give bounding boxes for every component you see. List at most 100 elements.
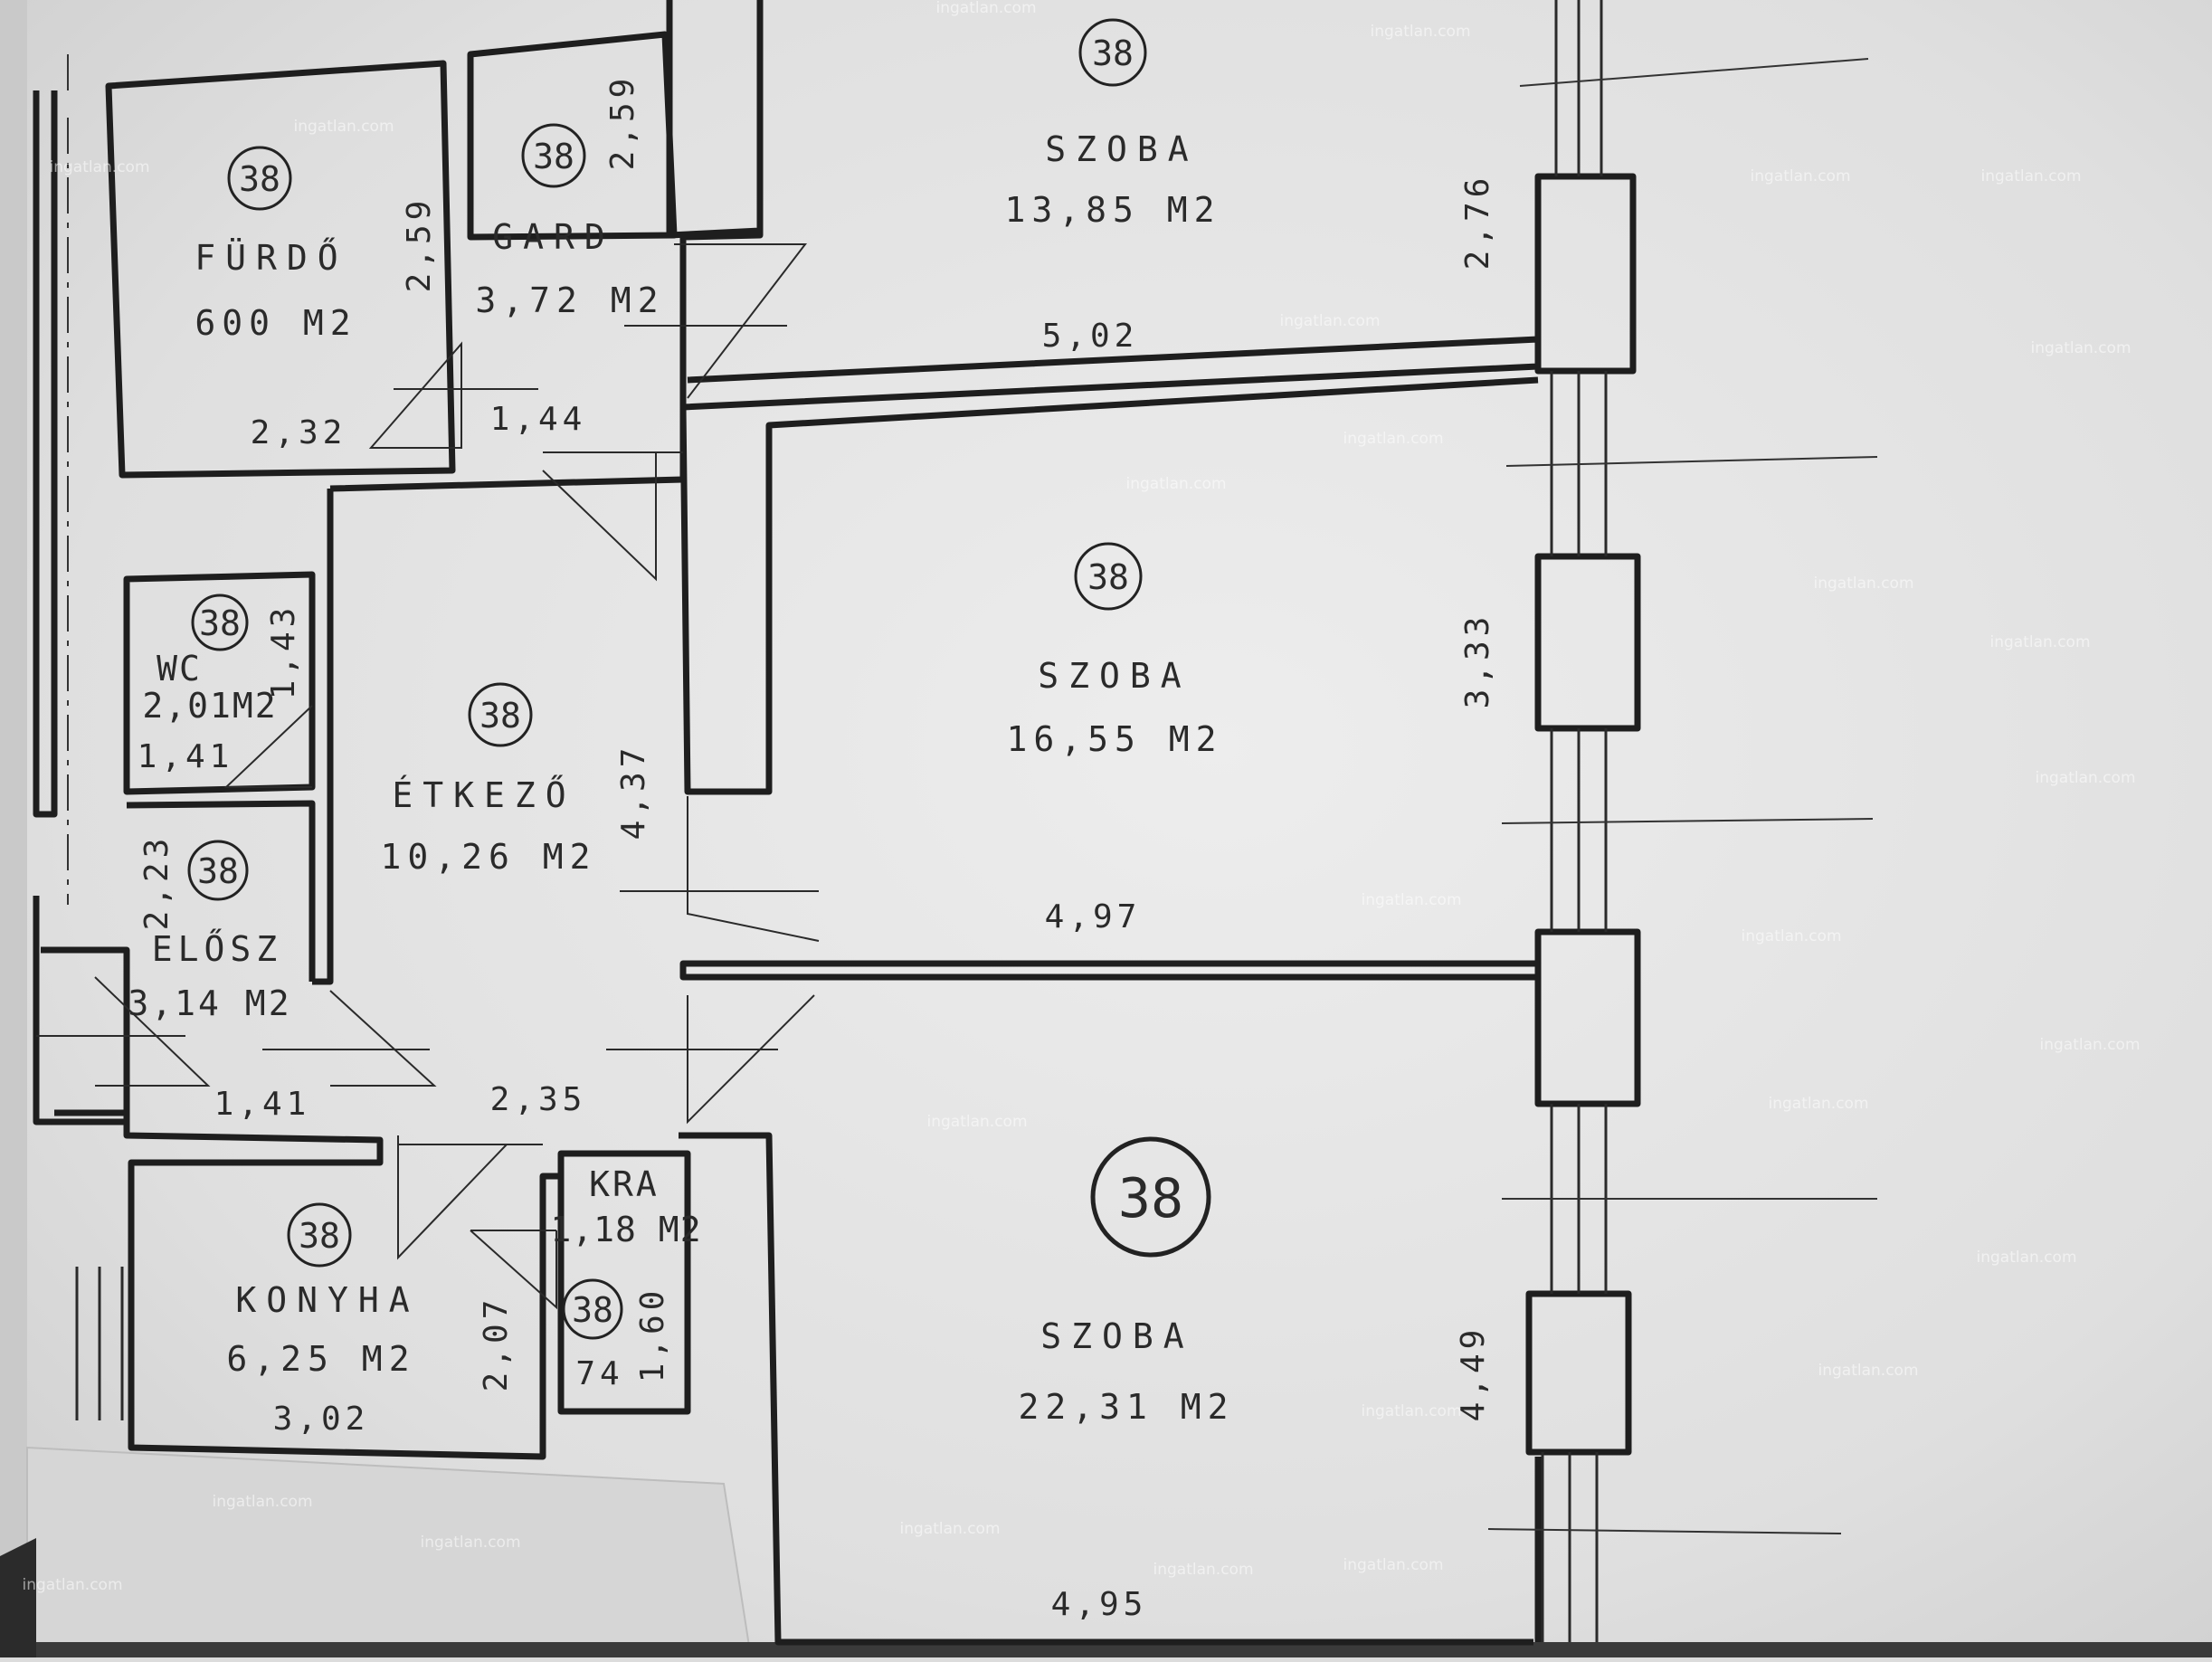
watermark: ingatlan.com	[1371, 23, 1471, 41]
axis-lines	[67, 54, 1878, 1534]
wall-szoba2-bottom	[679, 960, 1542, 981]
room-area-gard: 3,72 M2	[475, 280, 664, 320]
room-area-furdo: 600 M2	[195, 303, 356, 343]
watermark: ingatlan.com	[1362, 1402, 1462, 1420]
watermark: ingatlan.com	[23, 1576, 123, 1594]
dimension-label: 3,33	[1459, 613, 1496, 709]
dimension-label: 1,44	[490, 401, 587, 438]
dimension-labels: 2,59 2,59 2,32 1,44 2,76 5,02 1,43 1,41 …	[138, 74, 1496, 1623]
room-area-szoba1: 13,85 M2	[1004, 190, 1220, 230]
watermark: ingatlan.com	[1126, 475, 1227, 493]
watermark: ingatlan.com	[421, 1534, 521, 1552]
wall-szoba2-left	[679, 376, 1539, 795]
badge-szoba2	[1074, 542, 1143, 611]
badge-number: 38	[1118, 1167, 1183, 1230]
dimension-label: 2,59	[401, 196, 438, 293]
badge-szoba3	[1090, 1136, 1211, 1258]
door-swings	[36, 243, 820, 1310]
room-badges	[187, 18, 1211, 1340]
badge-number: 38	[1092, 33, 1134, 73]
room-labels: FÜRDŐ 600 M2 GARD 3,72 M2 SZOBA 13,85 M2…	[128, 129, 1234, 1427]
watermark: ingatlan.com	[1362, 891, 1462, 909]
dimension-label: 1,41	[138, 738, 234, 775]
watermark: ingatlan.com	[1280, 312, 1381, 330]
watermark: ingatlan.com	[1977, 1249, 2077, 1267]
badge-number: 38	[479, 696, 521, 736]
badge-szoba1	[1078, 18, 1147, 87]
badge-gard	[521, 123, 586, 188]
badge-konyha	[287, 1202, 352, 1268]
room-label-wc: WC	[157, 649, 202, 689]
watermark: ingatlan.com	[213, 1493, 313, 1511]
watermark: ingatlan.com	[900, 1520, 1001, 1538]
watermark: ingatlan.com	[1981, 167, 2082, 185]
room-label-furdo: FÜRDŐ	[195, 238, 347, 278]
badge-furdo	[227, 146, 292, 211]
dimension-label: 4,97	[1045, 898, 1142, 935]
badge-number: 38	[199, 603, 241, 643]
dimension-label: 1,43	[265, 603, 302, 700]
wall-konyha	[54, 1109, 561, 1460]
watermark: ingatlan.com	[294, 118, 394, 136]
watermark: ingatlan.com	[1343, 1556, 1444, 1574]
watermark: ingatlan.com	[1818, 1362, 1919, 1380]
pillar-2	[1534, 553, 1641, 732]
watermark: ingatlan.com	[2040, 1036, 2141, 1054]
wall-etkezo-left	[312, 489, 334, 985]
pillar-3	[1534, 928, 1641, 1107]
wall-szoba3	[679, 1132, 1533, 1646]
watermark: ingatlan.com	[1742, 927, 1842, 945]
dimension-label: 4,37	[615, 744, 652, 840]
watermark: ingatlan.com	[50, 158, 150, 176]
badge-number: 38	[533, 137, 574, 176]
room-area-elosz: 3,14 M2	[128, 983, 291, 1023]
pillar-4	[1525, 1290, 1632, 1456]
badge-number: 38	[197, 851, 239, 891]
room-area-szoba2: 16,55 M2	[1006, 719, 1222, 759]
watermarks: ingatlan.com ingatlan.com ingatlan.com i…	[23, 0, 2141, 1594]
badge-etkezo	[468, 682, 533, 747]
dimension-label: 4,95	[1051, 1586, 1148, 1623]
watermark: ingatlan.com	[927, 1113, 1028, 1131]
room-area-szoba3: 22,31 M2	[1018, 1387, 1234, 1427]
badge-numbers: 38 38 38 38 38 38 38 38 38 38	[197, 33, 1183, 1330]
dimension-label: 2,23	[138, 834, 176, 931]
watermark: ingatlan.com	[2036, 769, 2136, 787]
dimension-label: 2,59	[604, 74, 641, 171]
room-label-konyha: KONYHA	[235, 1280, 419, 1320]
watermark: ingatlan.com	[1751, 167, 1851, 185]
room-label-szoba3: SZOBA	[1040, 1316, 1193, 1356]
room-label-gard: GARD	[492, 217, 615, 257]
watermark: ingatlan.com	[936, 0, 1037, 17]
wall-szoba1-bottom	[682, 336, 1542, 411]
badge-elosz	[187, 840, 249, 901]
table-edge	[0, 1642, 2212, 1657]
room-label-szoba2: SZOBA	[1038, 656, 1191, 696]
watermark: ingatlan.com	[1769, 1095, 1869, 1113]
room-label-elosz: ELŐSZ	[152, 929, 282, 969]
badge-kra	[562, 1278, 623, 1340]
dimension-label: 5,02	[1042, 318, 1139, 355]
walls	[33, 0, 1641, 1646]
badge-number: 38	[299, 1216, 340, 1256]
room-area-konyha: 6,25 M2	[226, 1339, 415, 1379]
dimension-label: 3,02	[273, 1401, 370, 1438]
watermark: ingatlan.com	[1814, 575, 1914, 593]
dimension-label: 1,41	[214, 1086, 311, 1123]
badge-number: 38	[239, 159, 280, 199]
watermark: ingatlan.com	[1990, 633, 2091, 651]
watermark: ingatlan.com	[1153, 1561, 1254, 1579]
watermark: ingatlan.com	[1343, 430, 1444, 448]
table-corner	[0, 1538, 36, 1657]
wall-kra	[557, 1150, 691, 1415]
dimension-label: 2,07	[478, 1296, 515, 1392]
room-area-kra: 1,18 M2	[550, 1210, 701, 1249]
watermark: ingatlan.com	[2031, 339, 2131, 357]
dimension-label: 1,60	[634, 1287, 671, 1383]
dimension-label: 74	[575, 1355, 623, 1392]
badge-number: 38	[1087, 557, 1129, 597]
wall-left	[33, 90, 58, 818]
